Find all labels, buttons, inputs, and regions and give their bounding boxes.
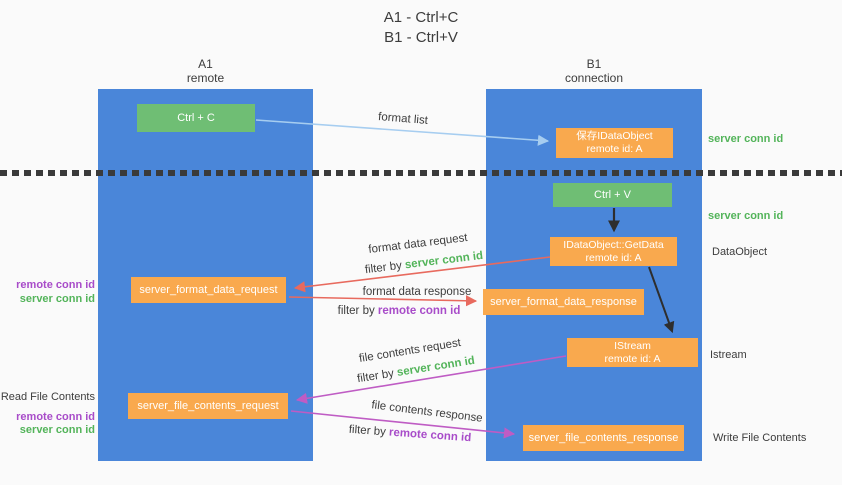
server-format-data-response-label: server_format_data_response xyxy=(490,295,637,308)
server-file-contents-request-label: server_file_contents_request xyxy=(137,399,279,412)
ctrl-v-box: Ctrl + V xyxy=(553,183,672,207)
lifeline-a-header: A1 remote xyxy=(98,57,313,85)
server-format-data-request-box: server_format_data_request xyxy=(131,277,286,303)
istream-box: IStream remote id: A xyxy=(567,338,698,367)
server-conn-id-left-1: server conn id xyxy=(19,293,95,305)
diagram-title: A1 - Ctrl+C B1 - Ctrl+V xyxy=(0,8,842,48)
server-conn-id-right-2: server conn id xyxy=(708,210,784,222)
server-conn-id-text-2: server conn id xyxy=(396,354,476,379)
server-conn-id-right-1: server conn id xyxy=(708,133,784,145)
save-idataobject-line1: 保存IDataObject xyxy=(576,130,653,142)
format-list-label: format list xyxy=(377,111,429,127)
title-line-2: B1 - Ctrl+V xyxy=(384,29,458,46)
file-response-filter-label: filter by remote conn id xyxy=(348,424,471,445)
server-conn-id-text-1: server conn id xyxy=(404,249,484,272)
filter-by-text-3: filter by xyxy=(356,367,398,386)
title-line-1: A1 - Ctrl+C xyxy=(383,9,459,26)
server-format-data-request-label: server_format_data_request xyxy=(139,283,278,296)
format-response-filter-label: filter by remote conn id xyxy=(338,305,461,317)
remote-conn-id-text-2: remote conn id xyxy=(388,426,472,445)
filter-by-text-1: filter by xyxy=(364,259,406,277)
lifeline-b-name: B1 xyxy=(586,57,602,71)
getdata-line1: IDataObject::GetData xyxy=(563,238,664,251)
remote-conn-id-left-1: remote conn id xyxy=(16,279,95,291)
format-data-response-label: format data response xyxy=(362,286,472,298)
ctrl-c-label: Ctrl + C xyxy=(177,111,215,124)
filter-by-text-4: filter by xyxy=(348,423,390,439)
server-conn-id-left-2: server conn id xyxy=(19,424,95,436)
read-file-contents-annotation: Read File Contents xyxy=(0,391,95,403)
phase-separator-dotted-line xyxy=(0,170,842,176)
remote-conn-id-left-2: remote conn id xyxy=(16,411,95,423)
file-contents-response-label: file contents response xyxy=(370,399,484,425)
lifeline-a-role: remote xyxy=(186,71,225,85)
lifeline-b-header: B1 connection xyxy=(486,57,702,85)
istream-annotation: Istream xyxy=(710,349,747,361)
ctrl-v-label: Ctrl + V xyxy=(594,188,631,201)
filter-by-text-2: filter by xyxy=(337,305,378,317)
server-file-contents-request-box: server_file_contents_request xyxy=(128,393,288,419)
save-idataobject-box: 保存IDataObject remote id: A xyxy=(556,128,673,158)
getdata-line2: remote id: A xyxy=(585,251,642,264)
lifeline-a-name: A1 xyxy=(198,57,213,71)
remote-conn-id-text-1: remote conn id xyxy=(377,305,461,317)
dataobject-annotation: DataObject xyxy=(712,246,768,258)
lifeline-b-role: connection xyxy=(564,71,624,85)
istream-line2: remote id: A xyxy=(604,352,661,365)
server-file-contents-response-label: server_file_contents_response xyxy=(528,431,679,444)
save-idataobject-line2: remote id: A xyxy=(586,143,643,155)
server-file-contents-response-box: server_file_contents_response xyxy=(523,425,684,451)
server-format-data-response-box: server_format_data_response xyxy=(483,289,644,315)
ctrl-c-box: Ctrl + C xyxy=(137,104,255,132)
istream-line1: IStream xyxy=(614,339,651,352)
idataobject-getdata-box: IDataObject::GetData remote id: A xyxy=(550,237,677,266)
write-file-contents-annotation: Write File Contents xyxy=(713,432,807,444)
